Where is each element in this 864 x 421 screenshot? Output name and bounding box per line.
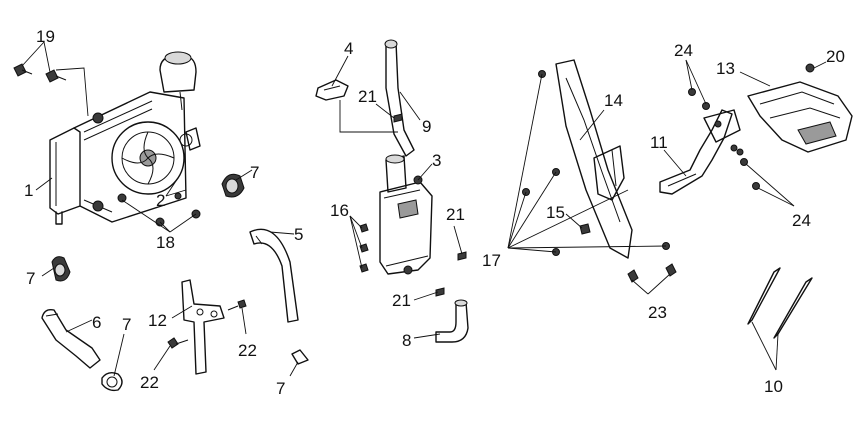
callout-2: 2 xyxy=(156,191,165,210)
bolt-19 xyxy=(13,63,67,83)
callout-21-lower: 21 xyxy=(392,291,411,310)
callout-4: 4 xyxy=(344,39,353,58)
callout-21-right: 21 xyxy=(446,205,465,224)
callout-24-right: 24 xyxy=(792,211,811,230)
callout-22-right: 22 xyxy=(238,341,257,360)
callout-6: 6 xyxy=(92,313,101,332)
reservoir-3 xyxy=(379,154,433,275)
callout-24-top: 24 xyxy=(674,41,693,60)
bracket-11 xyxy=(659,109,744,195)
callout-15: 15 xyxy=(546,203,565,222)
cable-ties-10 xyxy=(747,267,813,339)
callout-11: 11 xyxy=(650,133,668,152)
callout-9: 9 xyxy=(422,117,431,136)
hose-8 xyxy=(393,113,469,343)
callout-16: 16 xyxy=(330,201,349,220)
leader-lines xyxy=(21,41,827,377)
callout-19: 19 xyxy=(36,27,55,46)
hose-clamp-upper xyxy=(221,173,245,198)
callout-17: 17 xyxy=(482,251,501,270)
callout-7-upper: 7 xyxy=(250,163,259,182)
tube-9 xyxy=(384,39,415,157)
cover-13 xyxy=(747,63,853,153)
callout-20: 20 xyxy=(826,47,845,66)
callout-12: 12 xyxy=(148,311,167,330)
callout-1: 1 xyxy=(24,181,33,200)
hose-6 xyxy=(41,256,123,392)
callout-23: 23 xyxy=(648,303,667,322)
bracket-12 xyxy=(167,279,247,375)
callout-labels: 19 1 2 18 7 5 7 6 7 12 22 22 7 4 21 9 3 … xyxy=(24,27,845,398)
screws-23 xyxy=(627,263,677,283)
radiator xyxy=(49,51,201,225)
callout-10: 10 xyxy=(764,377,783,396)
frame-guard-14 xyxy=(555,59,633,259)
callout-7-bottom: 7 xyxy=(122,315,131,334)
callout-21-top: 21 xyxy=(358,87,377,106)
bolts-17 xyxy=(522,70,670,256)
callout-5: 5 xyxy=(294,225,303,244)
callout-7-lower: 7 xyxy=(276,379,285,398)
screw-15 xyxy=(579,223,591,235)
callout-18: 18 xyxy=(156,233,175,252)
callout-8: 8 xyxy=(402,331,411,350)
nuts-24 xyxy=(688,88,760,190)
callout-14: 14 xyxy=(604,91,623,110)
screws-16 xyxy=(359,223,369,273)
callout-22-left: 22 xyxy=(140,373,159,392)
callout-7-left: 7 xyxy=(26,269,35,288)
hose-5 xyxy=(249,228,309,365)
callout-13: 13 xyxy=(716,59,735,78)
clip-4 xyxy=(315,79,349,101)
callout-3: 3 xyxy=(432,151,441,170)
